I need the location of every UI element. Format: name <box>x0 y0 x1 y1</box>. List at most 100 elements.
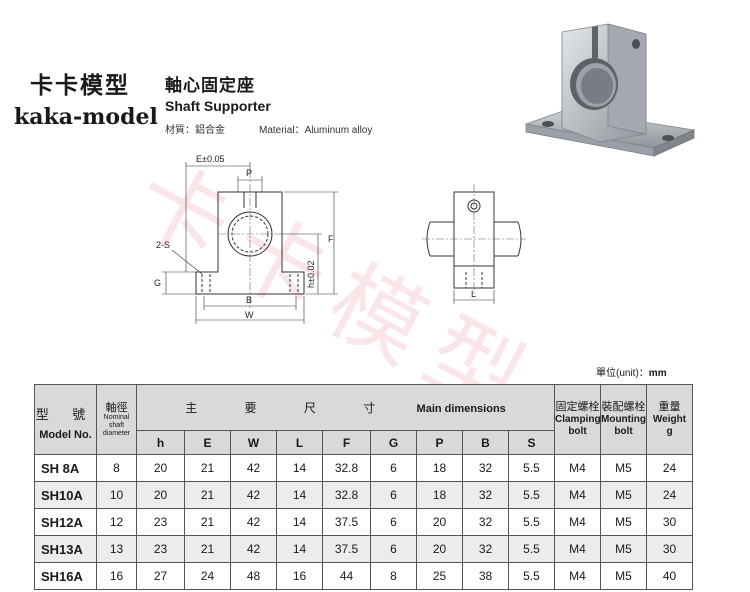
table-cell: 48 <box>230 562 277 590</box>
table-cell: 32.8 <box>322 481 371 509</box>
material-cn: 材質：鋁合金 <box>165 125 225 136</box>
label-f: F <box>328 234 334 244</box>
table-cell: 16 <box>276 562 323 590</box>
model-cell: SH12A <box>34 508 97 536</box>
table-cell: 42 <box>230 508 277 536</box>
table-cell: 5.5 <box>508 454 555 482</box>
table-cell: 24 <box>646 481 693 509</box>
table-cell: 12 <box>96 508 137 536</box>
table-cell: M4 <box>554 454 601 482</box>
table-cell: 6 <box>370 454 417 482</box>
table-cell: 8 <box>96 454 137 482</box>
header-weight-unit: g <box>666 426 673 437</box>
table-cell: 21 <box>184 481 231 509</box>
table-cell: 40 <box>646 562 693 590</box>
label-p: P <box>246 168 252 178</box>
header-main-cn: 主 要 尺 寸 <box>185 401 398 415</box>
model-cell: SH13A <box>34 535 97 563</box>
table-cell: 24 <box>184 562 231 590</box>
header-model-cn: 型 號 <box>35 407 96 422</box>
table-cell: 18 <box>416 454 463 482</box>
table-cell: 42 <box>230 535 277 563</box>
header-mount-cn: 裝配螺栓 <box>601 401 646 413</box>
table-cell: 16 <box>96 562 137 590</box>
table-cell: 30 <box>646 508 693 536</box>
table-cell: 6 <box>370 481 417 509</box>
header-dim-b: B <box>462 430 509 455</box>
table-cell: 5.5 <box>508 535 555 563</box>
table-cell: 13 <box>96 535 137 563</box>
header-weight: 重量 Weight g <box>646 384 693 455</box>
model-cell: SH16A <box>34 562 97 590</box>
header-model-en: Model No. <box>39 429 92 441</box>
header-dim-l: L <box>276 430 323 455</box>
table-cell: 18 <box>416 481 463 509</box>
table-cell: 14 <box>276 535 323 563</box>
table-cell: 21 <box>184 454 231 482</box>
table-cell: M4 <box>554 535 601 563</box>
model-cell: SH10A <box>34 481 97 509</box>
spec-table: 型 號 Model No. 軸徑 Nominal shaft diameter … <box>34 384 693 590</box>
table-cell: 32 <box>462 481 509 509</box>
header-mounting-bolt: 裝配螺栓 Mounting bolt <box>600 384 647 455</box>
header-mount-en: Mounting bolt <box>601 414 646 437</box>
table-cell: 20 <box>416 535 463 563</box>
table-cell: 20 <box>136 481 185 509</box>
product-title-en: Shaft Supporter <box>165 98 271 114</box>
table-cell: M5 <box>600 535 647 563</box>
header-dim-w: W <box>230 430 277 455</box>
table-cell: 6 <box>370 535 417 563</box>
header-dim-h: h <box>136 430 185 455</box>
header-dim-e: E <box>184 430 231 455</box>
brand-name-cn: 卡卡模型 <box>30 73 130 99</box>
table-cell: 32 <box>462 454 509 482</box>
table-cell: 14 <box>276 508 323 536</box>
label-e: E±0.05 <box>196 154 224 164</box>
header-dim-p: P <box>416 430 463 455</box>
table-cell: 14 <box>276 481 323 509</box>
front-view-drawing: E±0.05 P 2-S G B W h±0.02 F <box>154 154 338 324</box>
header-shaft: 軸徑 Nominal shaft diameter <box>96 384 137 455</box>
product-title-cn: 軸心固定座 <box>165 76 255 96</box>
model-cell: SH 8A <box>34 454 97 482</box>
table-cell: M5 <box>600 481 647 509</box>
header-model: 型 號 Model No. <box>34 384 97 455</box>
header-dim-g: G <box>370 430 417 455</box>
material-en: Material：Aluminum alloy <box>259 125 373 136</box>
unit-value: mm <box>648 368 667 379</box>
brand-name-en: kaka-model <box>14 104 158 130</box>
label-w: W <box>245 310 254 320</box>
table-cell: 20 <box>136 454 185 482</box>
header-main-dimensions: 主 要 尺 寸 Main dimensions <box>136 384 555 431</box>
table-cell: 32.8 <box>322 454 371 482</box>
table-cell: 21 <box>184 535 231 563</box>
unit-label: 單位(unit)：mm <box>596 364 667 379</box>
table-cell: 20 <box>416 508 463 536</box>
table-cell: 5.5 <box>508 562 555 590</box>
table-cell: 24 <box>646 454 693 482</box>
product-photo <box>524 23 696 157</box>
label-h: h±0.02 <box>306 261 316 288</box>
header-shaft-cn: 軸徑 <box>105 401 128 414</box>
table-cell: M5 <box>600 508 647 536</box>
table-cell: 8 <box>370 562 417 590</box>
side-view-drawing: L <box>422 184 526 304</box>
table-cell: 10 <box>96 481 137 509</box>
table-cell: 21 <box>184 508 231 536</box>
table-cell: 5.5 <box>508 481 555 509</box>
table-cell: 38 <box>462 562 509 590</box>
table-cell: 14 <box>276 454 323 482</box>
label-g: G <box>154 278 161 288</box>
table-cell: M5 <box>600 454 647 482</box>
table-cell: 30 <box>646 535 693 563</box>
label-b: B <box>246 295 252 305</box>
table-cell: 42 <box>230 454 277 482</box>
table-cell: M4 <box>554 481 601 509</box>
label-s: 2-S <box>156 240 170 250</box>
table-cell: 42 <box>230 481 277 509</box>
table-cell: 23 <box>136 535 185 563</box>
